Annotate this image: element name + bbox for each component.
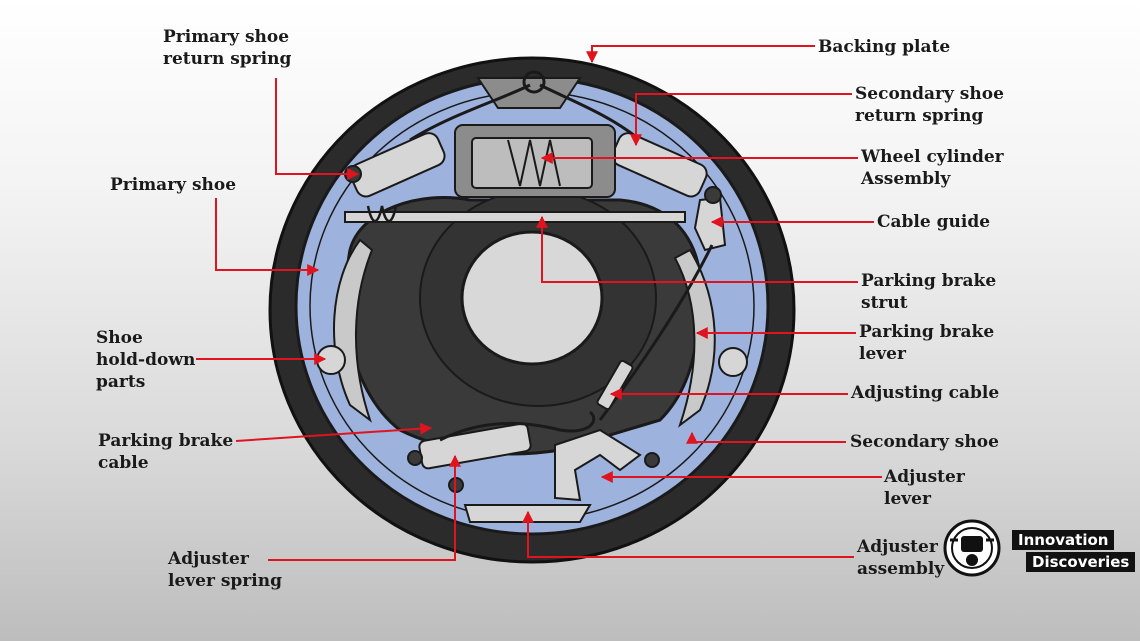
- leader-adjuster-lever-spring: [268, 454, 461, 561]
- primary-shoe-return-spring-part: [409, 83, 531, 142]
- label-parking-brake-lever: Parking brake lever: [859, 322, 995, 364]
- innovation-discoveries-logo: [943, 519, 1001, 577]
- leader-secondary-shoe-return-spring: [630, 93, 852, 147]
- shoe-pin-bottom-left: [407, 450, 423, 466]
- label-adjuster-lever: Adjuster lever: [884, 467, 965, 509]
- label-parking-brake-cable: Parking brake cable: [98, 431, 234, 473]
- label-secondary-shoe: Secondary shoe: [850, 432, 999, 452]
- shoe-pin-bottom-right: [644, 452, 660, 468]
- wheel-cylinder-core: [471, 137, 593, 189]
- leader-lines: [196, 45, 882, 561]
- leader-backing-plate: [586, 45, 815, 64]
- secondary-shoe-spring-tube: [611, 132, 708, 198]
- label-backing-plate: Backing plate: [818, 37, 951, 57]
- label-secondary-shoe-return-spring: Secondary shoe return spring: [855, 84, 1004, 126]
- secondary-shoe-lining: [673, 248, 716, 428]
- anchor-pin: [476, 77, 582, 109]
- leader-primary-shoe-return-spring: [275, 78, 360, 180]
- adjuster-lever-shape: [554, 428, 642, 502]
- label-adjuster-assembly: Adjuster assembly: [857, 537, 945, 579]
- axle-hub-hole: [460, 230, 604, 366]
- label-parking-brake-strut: Parking brake strut: [861, 271, 997, 313]
- strut-spring-coil: [366, 205, 398, 223]
- label-adjuster-lever-spring: Adjuster lever spring: [168, 549, 282, 591]
- wheel-cylinder-spring: [507, 139, 561, 187]
- label-cable-guide: Cable guide: [877, 212, 991, 232]
- leader-parking-brake-cable: [235, 422, 433, 442]
- label-primary-shoe: Primary shoe: [110, 175, 237, 195]
- shoe-pin-top-right: [704, 186, 722, 204]
- label-primary-shoe-return-spring: Primary shoe return spring: [163, 27, 292, 69]
- leader-primary-shoe: [215, 198, 320, 276]
- brand-name-line1: Innovation: [1012, 530, 1115, 550]
- parking-brake-strut-bar: [344, 211, 686, 223]
- leader-parking-brake-strut: [536, 215, 858, 283]
- leader-adjuster-assembly: [522, 510, 854, 558]
- leader-secondary-shoe: [686, 431, 846, 444]
- brand-name-line2: Discoveries: [1026, 552, 1136, 572]
- adjuster-lever-spring-coil: [439, 410, 596, 442]
- primary-shoe-lining: [332, 238, 374, 423]
- label-adjusting-cable: Adjusting cable: [851, 383, 1000, 403]
- hold-down-right: [718, 347, 748, 377]
- primary-shoe-spring-tube: [349, 132, 446, 198]
- anchor-spring-loop: [522, 70, 546, 94]
- label-shoe-hold-down-parts: Shoe hold-down parts: [96, 328, 196, 392]
- label-wheel-cylinder-assembly: Wheel cylinder Assembly: [861, 147, 1004, 189]
